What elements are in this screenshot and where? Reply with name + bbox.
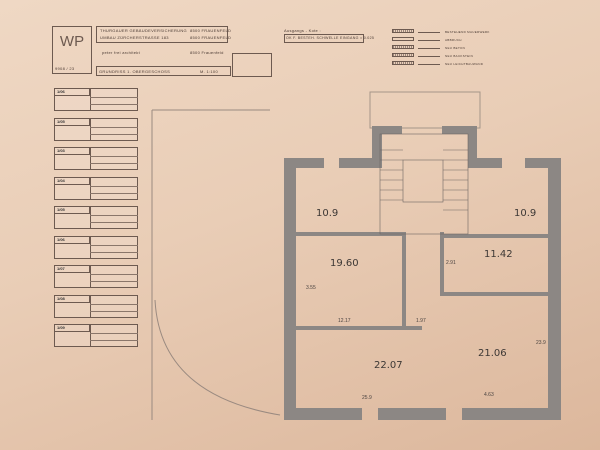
revision-box [232,53,272,77]
divider [90,126,138,128]
divider [90,236,91,258]
divider [90,177,91,199]
divider [90,266,91,287]
divider [90,215,138,216]
dimension: 2.91 [446,260,456,266]
divider [90,295,91,317]
divider [90,89,91,110]
divider [90,333,138,334]
divider [90,97,138,98]
dimension: 25.9 [362,395,372,401]
divider [90,244,138,246]
room-card: 1/05 [54,206,138,229]
room-area: 22.07 [374,360,403,371]
legend-line [418,32,440,33]
legend-line [418,48,440,49]
room-card: 1/06 [54,235,138,259]
walls [284,126,561,420]
divider [90,207,91,228]
divider [90,118,91,140]
client-name: THURGAUER GEBÄUDEVERSICHERUNG [100,28,187,33]
room-tag: 1/07 [55,266,90,273]
legend-line [418,64,440,65]
divider [90,156,138,157]
legend-swatch [392,61,414,65]
room-card: 1/03 [54,147,138,170]
project-city: 8500 FRAUENFELD [190,35,232,40]
room-tag: 1/05 [55,207,90,214]
ausgangskote-value: OK F. BESTEH. SCHWELLE EINGANG = 0.025 [286,36,375,40]
divider [90,163,138,164]
room-area: 11.42 [484,249,513,260]
site-boundary [151,109,270,420]
legend-swatch [392,45,414,49]
dimension: 12.17 [338,318,351,324]
ausgangskote-box [284,34,364,43]
divider [90,274,138,275]
legend-label: ABBRUCH [445,38,462,42]
legend-swatch [392,37,414,41]
legend-label: NEU BETON [445,46,466,50]
room-card: 1/09 [54,324,138,347]
room-tag: 1/05 [55,118,90,126]
divider [90,340,138,341]
divider [90,251,138,253]
divider [90,303,138,305]
project-box [96,26,228,43]
legend-label: NEU LEICHTBAUWAND [445,62,484,66]
room-tag: 1/09 [55,325,90,332]
divider [90,281,138,282]
architect-name: peter frei architekt [102,50,141,55]
legend-label: BESTEHEND MAUERWERK [445,30,490,34]
drawing-title: GRUNDRISS 1. OBERGESCHOSS [99,69,171,74]
legend-line [418,40,440,41]
client-city: 8500 FRAUENFELD [190,28,232,33]
divider [90,104,138,105]
dimension: 1.97 [416,318,426,324]
divider [90,310,138,312]
dimension: 23.9 [536,340,546,346]
plan-number: 9908 / 23 [55,66,75,71]
room-area: 10.9 [514,208,537,219]
ausgangskote-label: Ausgangs - Kote : [284,28,321,33]
room-card: 1/07 [54,265,138,288]
divider [90,325,91,346]
divider [90,222,138,223]
scale: M. 1:100 [200,69,218,74]
dimension: 4.63 [484,392,494,398]
drawing-title-box [96,66,231,76]
architect-city: 8500 Frauenfeld [190,50,224,55]
entrance-outline [369,91,481,129]
site-arc [154,299,281,416]
divider [90,133,138,135]
legend-label: NEU BACKSTEIN [445,54,474,58]
legend-swatch [392,53,414,57]
room-tag: 1/03 [55,148,90,155]
room-card: 1/06 [54,88,138,111]
room-area: 10.9 [316,208,339,219]
architect-logo: WP [52,26,92,74]
room-area: 19.60 [330,258,359,269]
divider [90,185,138,187]
room-tag: 1/06 [55,89,90,96]
room-tag: 1/08 [55,295,90,303]
legend-swatch [392,29,414,33]
room-card: 1/04 [54,176,138,200]
room-card: 1/05 [54,117,138,141]
stairs [379,133,469,235]
room-area: 21.06 [478,348,507,359]
divider [90,148,91,169]
room-card: 1/08 [54,294,138,318]
legend-line [418,56,440,57]
dimension: 3.55 [306,285,316,291]
room-tag: 1/06 [55,236,90,244]
divider [90,192,138,194]
room-tag: 1/04 [55,177,90,185]
project-name: UMBAU ZÜRCHERSTRASSE 183 [100,35,169,40]
